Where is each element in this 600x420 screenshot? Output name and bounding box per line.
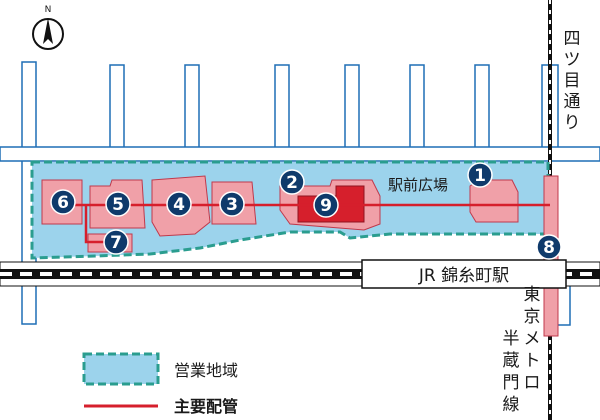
marker-8-circle <box>536 234 562 260</box>
legend-area-label: 営業地域 <box>174 361 238 380</box>
jr-station-label: JR 錦糸町駅 <box>418 266 509 286</box>
metro-label-char-1: 京 <box>524 307 541 327</box>
marker-9-circle <box>313 192 339 218</box>
compass-north-label: N <box>45 5 52 15</box>
metro-label-char-0: 東 <box>524 285 541 305</box>
marker-9-label: 9 <box>320 196 332 216</box>
main-pipe-network <box>62 203 550 244</box>
jr-station-box <box>361 259 567 289</box>
marker-6-label: 6 <box>57 193 69 213</box>
marker-4-circle <box>166 191 192 217</box>
pipe-branch-7 <box>84 205 110 244</box>
street-n2 <box>184 64 200 156</box>
metro-label-char-2: メ <box>524 329 541 349</box>
compass: N <box>32 5 64 50</box>
metro-label-char-7: 門 <box>503 373 520 393</box>
metro-label-char-6: 蔵 <box>503 351 520 371</box>
metro-label-char-3: ト <box>524 351 541 371</box>
marker-6-circle <box>50 189 76 215</box>
compass-arrow-icon <box>43 18 53 44</box>
yotsume-label-char-4: り <box>564 113 581 133</box>
metro-label-char-8: 線 <box>503 395 520 415</box>
street-n5 <box>409 64 425 156</box>
legend: 営業地域 主要配管 <box>82 352 238 416</box>
metro-label-char-5: 半 <box>503 329 520 349</box>
plaza-label: 駅前広場 <box>388 176 448 194</box>
markers: 1 2 3 4 5 6 7 8 9 <box>50 162 562 260</box>
street-n1 <box>109 64 125 156</box>
street-n4 <box>344 64 360 156</box>
marker-2-circle <box>279 169 305 195</box>
marker-7-label: 7 <box>110 233 122 253</box>
marker-5-label: 5 <box>112 195 124 215</box>
yotsume-label-char-2: 目 <box>564 71 581 91</box>
street-n6 <box>474 64 490 156</box>
metro-label-char-4: ロ <box>524 373 541 393</box>
marker-7-circle <box>103 229 129 255</box>
yotsume-label-char-3: 通 <box>564 92 581 112</box>
marker-8-label: 8 <box>543 238 555 258</box>
marker-4-label: 4 <box>173 195 185 215</box>
legend-pipe-label: 主要配管 <box>174 397 238 416</box>
main-road <box>0 146 600 162</box>
marker-3-circle <box>219 191 245 217</box>
marker-1-circle <box>467 162 493 188</box>
marker-1-label: 1 <box>474 166 486 186</box>
marker-3-label: 3 <box>226 195 238 215</box>
legend-area-swatch <box>82 352 160 386</box>
marker-5-circle <box>105 191 131 217</box>
street-n3 <box>274 64 290 156</box>
yotsume-label-char-1: ツ <box>564 50 581 70</box>
yotsume-label-char-0: 四 <box>564 29 581 49</box>
marker-2-label: 2 <box>286 173 298 193</box>
